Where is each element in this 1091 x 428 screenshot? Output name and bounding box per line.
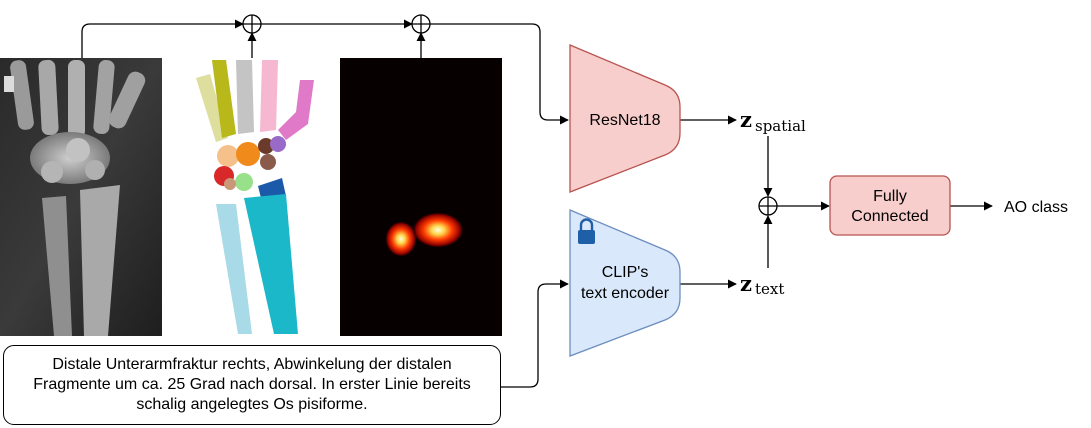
wrist-xray-image xyxy=(0,58,162,336)
sum-node-2 xyxy=(411,14,431,34)
ao-class-label: AO class xyxy=(1004,199,1068,216)
lock-icon xyxy=(578,218,595,244)
svg-text:spatial: spatial xyxy=(755,117,806,135)
fully-connected-block: Fully Connected xyxy=(829,175,951,236)
clip-label-line1: CLIP's xyxy=(602,264,649,281)
connectors xyxy=(81,19,993,388)
xray-to-sum1-arrow xyxy=(81,19,244,58)
fracture-heatmap-image xyxy=(340,58,502,336)
clip-text-encoder-block: CLIP's text encoder xyxy=(569,209,681,357)
z-spatial-label: z spatial xyxy=(740,107,806,135)
svg-text:text: text xyxy=(755,280,784,298)
fc-label-line1: Fully xyxy=(873,188,907,205)
clip-label-line2: text encoder xyxy=(581,285,670,302)
sum-node-3 xyxy=(758,196,778,216)
z-text-label: z text xyxy=(740,271,784,298)
svg-text:z: z xyxy=(740,107,752,132)
resnet18-block: ResNet18 xyxy=(569,44,681,193)
report-to-clip-arrow xyxy=(501,279,569,388)
fc-label-line2: Connected xyxy=(851,208,928,225)
sum2-to-resnet-arrow xyxy=(430,23,569,125)
radiology-report-box: Distale Unterarmfraktur rechts, Abwinkel… xyxy=(3,345,501,425)
sum-node-1 xyxy=(242,14,262,34)
resnet18-label: ResNet18 xyxy=(589,112,660,129)
radiology-report-text: Distale Unterarmfraktur rechts, Abwinkel… xyxy=(33,356,471,413)
svg-text:z: z xyxy=(740,271,752,296)
bone-segmentation-image xyxy=(196,60,314,334)
